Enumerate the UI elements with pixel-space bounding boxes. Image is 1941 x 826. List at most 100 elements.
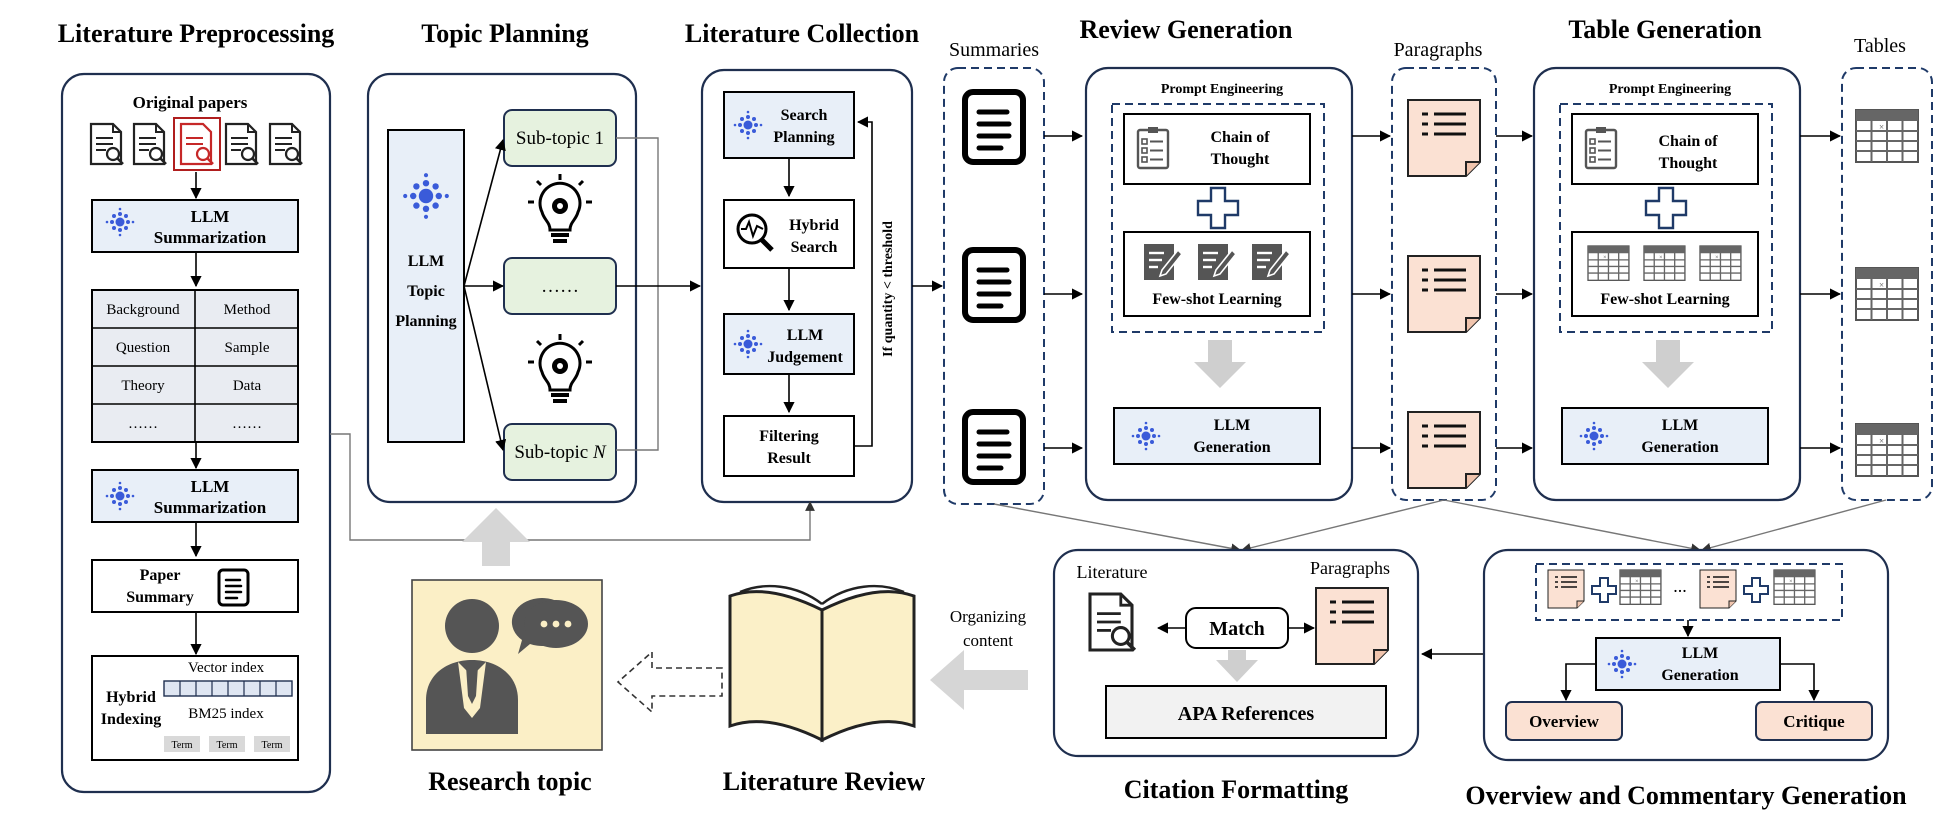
- match-label: Match: [1209, 618, 1265, 640]
- paper-icon: [224, 122, 260, 166]
- bm25-index-label: BM25 index: [188, 706, 264, 722]
- facet-cell: Background: [106, 302, 180, 318]
- subtopic-n-label: Sub-topic N: [514, 442, 607, 463]
- paragraph-note-icon: [1406, 254, 1482, 334]
- overview-inputs-group: [1535, 563, 1843, 621]
- down-arrow-icon: [1216, 650, 1258, 682]
- term-chip: Term: [217, 740, 238, 751]
- table-fewshot-label: Few-shot Learning: [1600, 291, 1729, 308]
- subtopic-ellipsis: ……: [541, 276, 579, 297]
- citation-formatting-title: Citation Formatting: [1124, 775, 1349, 804]
- down-arrow-icon: [1642, 340, 1694, 388]
- paper-icon: [89, 122, 125, 166]
- facet-cell: Sample: [225, 340, 270, 356]
- overview-llm-generation-box: [1595, 637, 1781, 691]
- title-table-generation: Table Generation: [1568, 15, 1762, 44]
- critique-output-box: [1755, 701, 1873, 741]
- citation-literature-label: Literature: [1077, 562, 1148, 582]
- facet-cell: Question: [116, 340, 171, 356]
- title-review-generation: Review Generation: [1079, 15, 1293, 44]
- summary-doc-icon: [965, 412, 1023, 482]
- up-arrow-icon: [462, 508, 530, 566]
- title-topic-planning: Topic Planning: [421, 19, 588, 48]
- apa-references-box: [1105, 685, 1387, 739]
- research-topic-label: Research topic: [428, 767, 591, 796]
- term-chip: Term: [172, 740, 193, 751]
- overview-output-box: [1505, 701, 1623, 741]
- vector-index-label: Vector index: [188, 660, 265, 676]
- critique-output-label: Critique: [1783, 712, 1845, 731]
- review-fewshot-label: Few-shot Learning: [1152, 291, 1281, 308]
- table-icon: [1643, 245, 1686, 281]
- table-icon: [1855, 423, 1919, 477]
- title-collection: Literature Collection: [685, 19, 920, 48]
- subtopic-n-box: [503, 423, 617, 481]
- paragraph-note-icon: [1406, 410, 1482, 490]
- checklist-icon: [1136, 125, 1170, 170]
- open-book-icon: [728, 584, 916, 743]
- literature-doc-icon: [1088, 592, 1137, 652]
- dashed-left-arrow-icon: [616, 650, 723, 714]
- paragraph-note-icon: [1406, 98, 1482, 178]
- filtering-result-box: [723, 415, 855, 477]
- researcher-icon: [426, 598, 588, 734]
- table-icon: [1587, 245, 1630, 281]
- table-icon: [1773, 569, 1816, 605]
- facet-cell: Theory: [121, 378, 165, 394]
- llm-summarization-box-1: [91, 199, 299, 253]
- paper-summary-box: [91, 559, 299, 613]
- hybrid-search-box: [723, 199, 855, 269]
- term-chip: Term: [262, 740, 283, 751]
- original-papers-label: Original papers: [133, 93, 248, 112]
- overview-ellipsis: ...: [1673, 576, 1687, 596]
- facet-cell: ……: [128, 416, 158, 432]
- table-prompt-engineering-group: [1559, 103, 1773, 333]
- summaries-label: Summaries: [949, 39, 1039, 61]
- table-icon: [1699, 245, 1742, 281]
- facet-cell: Method: [224, 302, 271, 318]
- summary-doc-icon: [965, 250, 1023, 320]
- vector-index-strip: [163, 680, 293, 697]
- table-icon: [1855, 109, 1919, 163]
- tables-group: [1841, 67, 1933, 501]
- checklist-icon: [1584, 125, 1618, 170]
- paragraph-note-icon: [1314, 586, 1390, 666]
- subtopic-1-label: Sub-topic 1: [516, 128, 604, 149]
- literature-review-label: Literature Review: [723, 767, 926, 796]
- review-cot-box: [1123, 113, 1311, 185]
- selected-paper-icon: [179, 122, 214, 166]
- paper-facets-grid: Background Method Question Sample Theory…: [91, 289, 299, 443]
- review-prompt-engineering-group: [1111, 103, 1325, 333]
- facet-cell: Data: [233, 378, 262, 394]
- summary-doc-icon: [965, 92, 1023, 162]
- paper-icon: [132, 122, 168, 166]
- search-pulse-icon: [736, 213, 774, 252]
- overview-commentary-title: Overview and Commentary Generation: [1465, 781, 1907, 810]
- overview-output-label: Overview: [1529, 712, 1600, 731]
- table-icon: [1855, 267, 1919, 321]
- down-arrow-icon: [1194, 340, 1246, 388]
- table-prompt-engineering-label: Prompt Engineering: [1609, 82, 1731, 97]
- review-prompt-engineering-label: Prompt Engineering: [1161, 82, 1283, 97]
- paper-icon: [268, 122, 304, 166]
- left-arrow-icon: [930, 650, 1028, 710]
- loop-condition-label: If quantity < threshold: [881, 221, 896, 357]
- title-preprocessing: Literature Preprocessing: [58, 19, 335, 48]
- facet-cell: ……: [232, 416, 262, 432]
- apa-references-label: APA References: [1178, 703, 1315, 725]
- citation-paragraphs-label: Paragraphs: [1310, 558, 1390, 578]
